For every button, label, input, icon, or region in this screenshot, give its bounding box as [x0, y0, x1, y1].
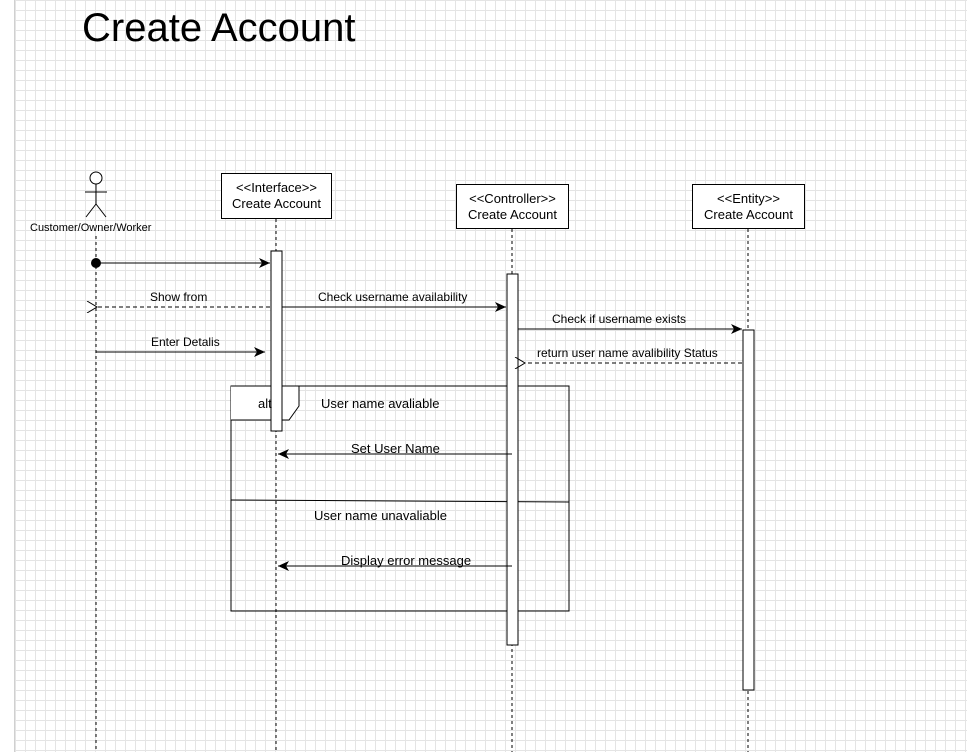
alt-fragment-frame[interactable] — [230, 385, 570, 612]
interface-activation-bar[interactable] — [270, 250, 283, 432]
show-form-label: Show from — [150, 290, 208, 304]
entity-activation-bar[interactable] — [742, 329, 755, 691]
controller-participant[interactable]: <<Controller>> Create Account — [456, 184, 569, 229]
return-status-label: return user name avalibility Status — [537, 346, 718, 360]
controller-stereotype: <<Controller>> — [469, 190, 556, 206]
alt-keyword: alt — [258, 396, 272, 411]
interface-participant[interactable]: <<Interface>> Create Account — [221, 173, 332, 219]
actor-figure[interactable] — [85, 171, 107, 218]
canvas-edge — [14, 0, 15, 752]
entity-stereotype: <<Entity>> — [717, 190, 780, 206]
actor-label: Customer/Owner/Worker — [30, 222, 152, 234]
check-availability-label: Check username availability — [318, 290, 468, 304]
interface-name: Create Account — [232, 196, 321, 211]
set-user-name-label: Set User Name — [351, 441, 440, 456]
entity-participant[interactable]: <<Entity>> Create Account — [692, 184, 805, 229]
interface-stereotype: <<Interface>> — [236, 180, 317, 195]
display-error-label: Display error message — [341, 553, 472, 568]
enter-details-label: Enter Detalis — [151, 335, 220, 349]
diagram-title: Create Account — [82, 6, 356, 50]
canvas-grid — [15, 0, 967, 752]
alt-guard-unavailable: User name unavaliable — [314, 508, 447, 523]
controller-activation-bar[interactable] — [506, 273, 519, 646]
check-exists-label: Check if username exists — [552, 312, 687, 326]
alt-guard-available: User name avaliable — [321, 396, 440, 411]
controller-name: Create Account — [468, 206, 557, 222]
entity-name: Create Account — [704, 206, 793, 222]
